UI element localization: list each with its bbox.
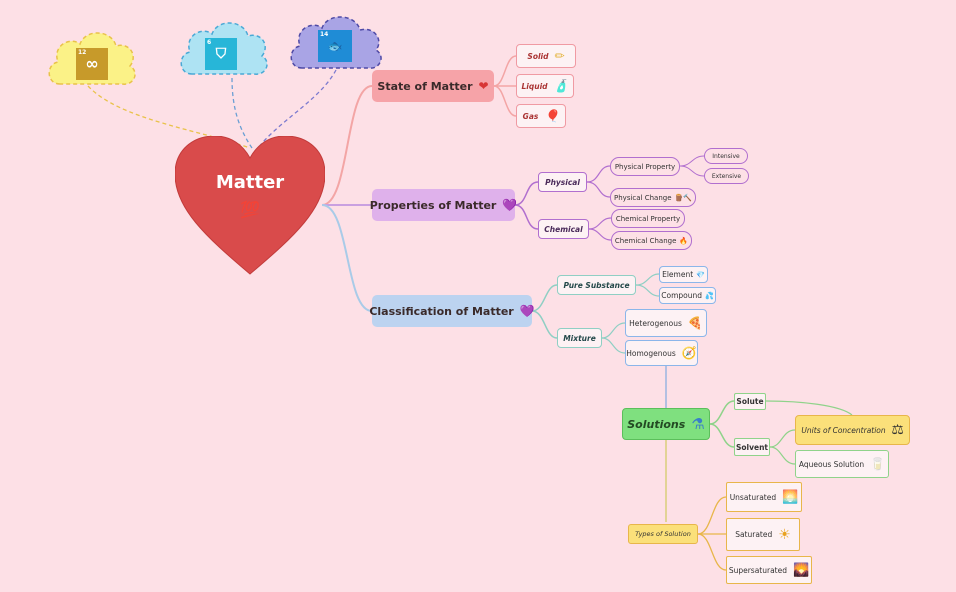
red-heart-icon: ❤: [478, 79, 489, 93]
purple-heart-icon: 💜: [519, 304, 535, 318]
units-of-concentration-node[interactable]: Units of Concentration ⚖: [795, 415, 910, 445]
sunrise-icon: 🌅: [782, 489, 799, 505]
compound-node[interactable]: Compound 💦: [659, 287, 716, 304]
chemical-node[interactable]: Chemical: [538, 219, 589, 239]
extensive-node[interactable]: Extensive: [704, 168, 749, 184]
chemical-property-node[interactable]: Chemical Property: [611, 209, 685, 228]
saturated-node[interactable]: Saturated ☀: [726, 518, 800, 551]
purple-heart-icon: 💜: [502, 198, 518, 212]
classification-of-matter-label: Classification of Matter: [369, 304, 514, 318]
element-node[interactable]: Element 💎: [659, 266, 708, 283]
solute-node[interactable]: Solute: [734, 393, 766, 410]
homogenous-node[interactable]: Homogenous 🧭: [625, 340, 698, 366]
intensive-node[interactable]: Intensive: [704, 148, 748, 164]
bottle-icon: 🧴: [553, 79, 569, 93]
heterogenous-node[interactable]: Heterogenous 🍕: [625, 309, 707, 337]
element-label: Element: [662, 270, 694, 279]
gem-icon: 💎: [696, 270, 705, 279]
hundred-icon: 💯: [240, 199, 260, 219]
heterogenous-label: Heterogenous: [629, 318, 682, 328]
chemical-change-node[interactable]: Chemical Change 🔥: [611, 231, 692, 250]
infinity-icon: ∞: [85, 54, 99, 73]
sun-icon: ☀: [778, 526, 791, 543]
pencil-icon: ✏: [554, 49, 565, 63]
properties-of-matter-label: Properties of Matter: [369, 198, 497, 212]
sdg-12-badge: 12 ∞: [76, 48, 108, 80]
sdg-14-number: 14: [320, 31, 329, 38]
properties-of-matter-node[interactable]: Properties of Matter 💜: [369, 189, 518, 221]
homogenous-label: Homogenous: [626, 348, 676, 358]
physical-change-label: Physical Change: [614, 193, 672, 202]
aqueous-solution-label: Aqueous Solution: [798, 459, 865, 469]
physical-change-node[interactable]: Physical Change 🪵🔨: [610, 188, 696, 207]
sunset-icon: 🌄: [792, 562, 810, 578]
supersaturated-label: Supersaturated: [728, 565, 787, 575]
units-of-concentration-label: Units of Concentration: [801, 425, 886, 435]
sdg-12-number: 12: [78, 49, 87, 56]
classification-of-matter-node[interactable]: Classification of Matter 💜: [369, 295, 535, 327]
droplets-icon: 💦: [705, 291, 714, 300]
gas-node[interactable]: Gas 🎈: [516, 104, 566, 128]
aqueous-solution-node[interactable]: Aqueous Solution 🥛: [795, 450, 889, 478]
pizza-icon: 🍕: [687, 316, 703, 330]
chemical-change-label: Chemical Change: [614, 236, 677, 245]
gas-label: Gas: [522, 111, 539, 121]
glass-of-water-icon: 🥛: [870, 457, 886, 471]
unsaturated-label: Unsaturated: [729, 492, 777, 502]
sdg-14-badge: 14 🐟: [318, 30, 352, 62]
saturated-label: Saturated: [735, 530, 773, 539]
mixture-node[interactable]: Mixture: [557, 328, 602, 348]
liquid-label: Liquid: [521, 81, 548, 91]
root-title: Matter: [215, 171, 285, 193]
pure-substance-node[interactable]: Pure Substance: [557, 275, 636, 295]
lab-flask-icon: ⚗: [691, 415, 705, 433]
fish-icon: 🐟: [327, 39, 343, 53]
balance-scale-icon: ⚖: [891, 422, 904, 438]
solid-node[interactable]: Solid ✏: [516, 44, 576, 68]
supersaturated-node[interactable]: Supersaturated 🌄: [726, 556, 812, 584]
physical-property-node[interactable]: Physical Property: [610, 157, 680, 176]
water-glass-icon: ⛉: [215, 46, 227, 62]
solvent-node[interactable]: Solvent: [734, 438, 770, 456]
liquid-node[interactable]: Liquid 🧴: [516, 74, 574, 98]
compound-label: Compound: [661, 291, 703, 300]
fire-icon: 🔥: [679, 236, 689, 245]
sdg-6-number: 6: [207, 39, 212, 46]
state-of-matter-label: State of Matter: [377, 79, 473, 93]
solutions-node[interactable]: Solutions ⚗: [622, 408, 710, 440]
unsaturated-node[interactable]: Unsaturated 🌅: [726, 482, 802, 512]
solid-label: Solid: [527, 51, 549, 61]
log-hammer-icon: 🪵🔨: [674, 193, 692, 202]
types-of-solution-node[interactable]: Types of Solution: [628, 524, 698, 544]
solutions-label: Solutions: [627, 417, 686, 431]
balloon-icon: 🎈: [544, 109, 560, 123]
physical-node[interactable]: Physical: [538, 172, 587, 192]
state-of-matter-node[interactable]: State of Matter ❤: [372, 70, 494, 102]
sdg-6-badge: 6 ⛉: [205, 38, 237, 70]
compass-icon: 🧭: [681, 346, 697, 360]
root-heart[interactable]: [175, 136, 325, 276]
